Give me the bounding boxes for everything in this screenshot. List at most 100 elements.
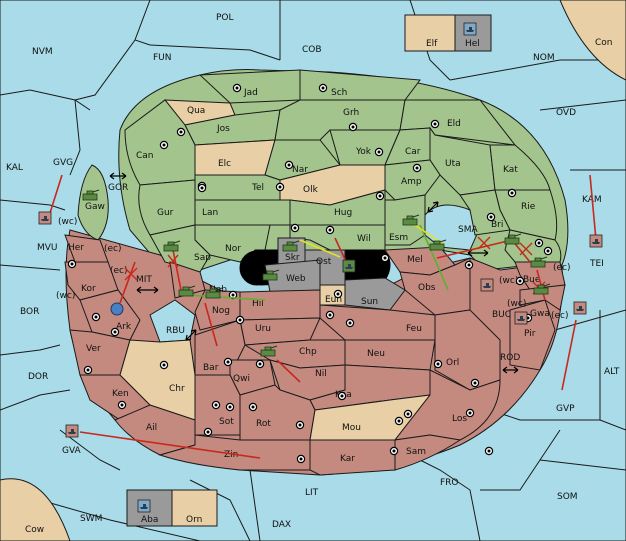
label-gaw: Gaw <box>85 202 105 212</box>
label-nil: Nil <box>315 369 327 379</box>
supply-center-dot <box>251 405 255 409</box>
center-region-labels: Skr Ost Web Sun Eun <box>285 253 378 307</box>
inset-orn[interactable] <box>171 489 218 527</box>
region-sap[interactable] <box>149 224 211 273</box>
supply-center-dot <box>378 194 382 198</box>
label-coast-bue-wc: (wc) <box>499 276 518 286</box>
label-olk: Olk <box>303 185 319 195</box>
army-unit[interactable] <box>163 240 181 252</box>
label-can: Can <box>136 151 154 161</box>
sea-sma[interactable] <box>424 204 479 251</box>
label-coast-gwa-ec: (ec) <box>551 311 569 321</box>
fleet-unit[interactable] <box>480 278 494 292</box>
fleet-unit[interactable] <box>589 234 603 248</box>
army-unit[interactable] <box>533 283 551 295</box>
supply-center-dot <box>94 315 98 319</box>
label-esm: Esm <box>389 233 408 243</box>
label-sam: Sam <box>406 447 426 457</box>
region-sam[interactable] <box>394 434 462 471</box>
region-kar[interactable] <box>309 439 396 476</box>
label-dax: DAX <box>272 520 291 530</box>
supply-center-dot <box>293 226 297 230</box>
units <box>38 22 603 513</box>
army-unit[interactable] <box>262 269 280 281</box>
supply-center-dot <box>489 215 493 219</box>
army-unit[interactable] <box>178 285 196 297</box>
region-sun[interactable] <box>344 277 406 311</box>
order-sap-nab <box>171 244 183 296</box>
fleet-unit[interactable] <box>514 311 528 325</box>
army-unit[interactable] <box>429 239 447 251</box>
fleet-unit[interactable] <box>463 22 477 36</box>
region-obs[interactable] <box>399 257 471 316</box>
green-region-labels: Jad Sch Qua Jos Grh Can Eld Yok Car Elc … <box>85 88 536 263</box>
region-ail[interactable] <box>114 404 196 456</box>
link-arrow-rod <box>502 366 519 374</box>
supply-center-dot <box>436 362 440 366</box>
supply-center-dot <box>228 405 232 409</box>
label-jad: Jad <box>243 88 258 98</box>
label-ken: Ken <box>112 389 129 399</box>
green-regions <box>124 69 562 273</box>
order-lines <box>49 174 597 459</box>
label-nar: Nar <box>292 165 308 175</box>
army-unit[interactable] <box>402 214 420 226</box>
label-kat: Kat <box>503 165 518 175</box>
link-arrow-sma-east <box>467 249 489 257</box>
globe-icon[interactable] <box>110 302 124 316</box>
label-obs: Obs <box>418 283 436 293</box>
fail-cross-kor <box>124 267 138 281</box>
army-unit[interactable] <box>82 189 100 201</box>
supply-center-dot <box>406 412 410 416</box>
region-gwa[interactable] <box>519 284 566 311</box>
label-buc: BUC <box>492 310 511 320</box>
label-coast-kor-ec: (ec) <box>110 266 128 276</box>
link-arrows <box>109 172 519 374</box>
label-ver: Ver <box>86 344 101 354</box>
supply-center-dot <box>206 430 210 434</box>
army-unit[interactable] <box>260 345 278 357</box>
sea-rbu[interactable] <box>149 299 196 343</box>
supply-center-dot <box>278 185 282 189</box>
order-gvg-mvu <box>49 174 63 214</box>
fleet-unit[interactable] <box>65 424 79 438</box>
label-gva: GVA <box>62 446 82 456</box>
region-zin[interactable] <box>158 434 311 471</box>
fleet-unit[interactable] <box>573 301 587 315</box>
region-ark[interactable] <box>79 289 141 341</box>
label-jos: Jos <box>216 124 230 134</box>
fleet-unit[interactable] <box>38 211 52 225</box>
fleet-unit[interactable] <box>137 499 151 513</box>
label-hel: Hel <box>465 39 480 49</box>
region-elc[interactable] <box>194 139 276 176</box>
label-coast-mvu: (wc) <box>58 217 77 227</box>
army-unit[interactable] <box>504 233 522 245</box>
label-cow: Cow <box>25 525 44 535</box>
army-unit[interactable] <box>282 240 300 252</box>
label-nog: Nog <box>212 306 230 316</box>
army-unit[interactable] <box>530 256 548 268</box>
supply-center-dot <box>120 403 124 407</box>
supply-center-dot <box>200 186 204 190</box>
supply-center-dot <box>340 394 344 398</box>
label-ost: Ost <box>316 257 332 267</box>
region-tel[interactable] <box>194 174 281 201</box>
label-gwa: Gwa <box>530 309 550 319</box>
army-unit[interactable] <box>205 287 223 299</box>
label-ark: Ark <box>116 322 132 332</box>
label-lan: Lan <box>202 208 218 218</box>
order-gvp-pir <box>561 319 577 391</box>
region-can[interactable] <box>124 99 196 186</box>
label-coast-her: (ec) <box>104 244 122 254</box>
supply-center-dot <box>258 362 262 366</box>
label-sun: Sun <box>361 297 378 307</box>
supply-center-dot <box>226 360 230 364</box>
label-web: Web <box>286 274 306 284</box>
fail-cross-sap <box>167 254 179 268</box>
supply-center-dot <box>348 321 352 325</box>
label-elf: Elf <box>426 39 438 49</box>
order-mel-bri <box>436 239 513 259</box>
fleet-unit[interactable] <box>342 259 356 273</box>
label-bue: Bue <box>523 275 541 285</box>
